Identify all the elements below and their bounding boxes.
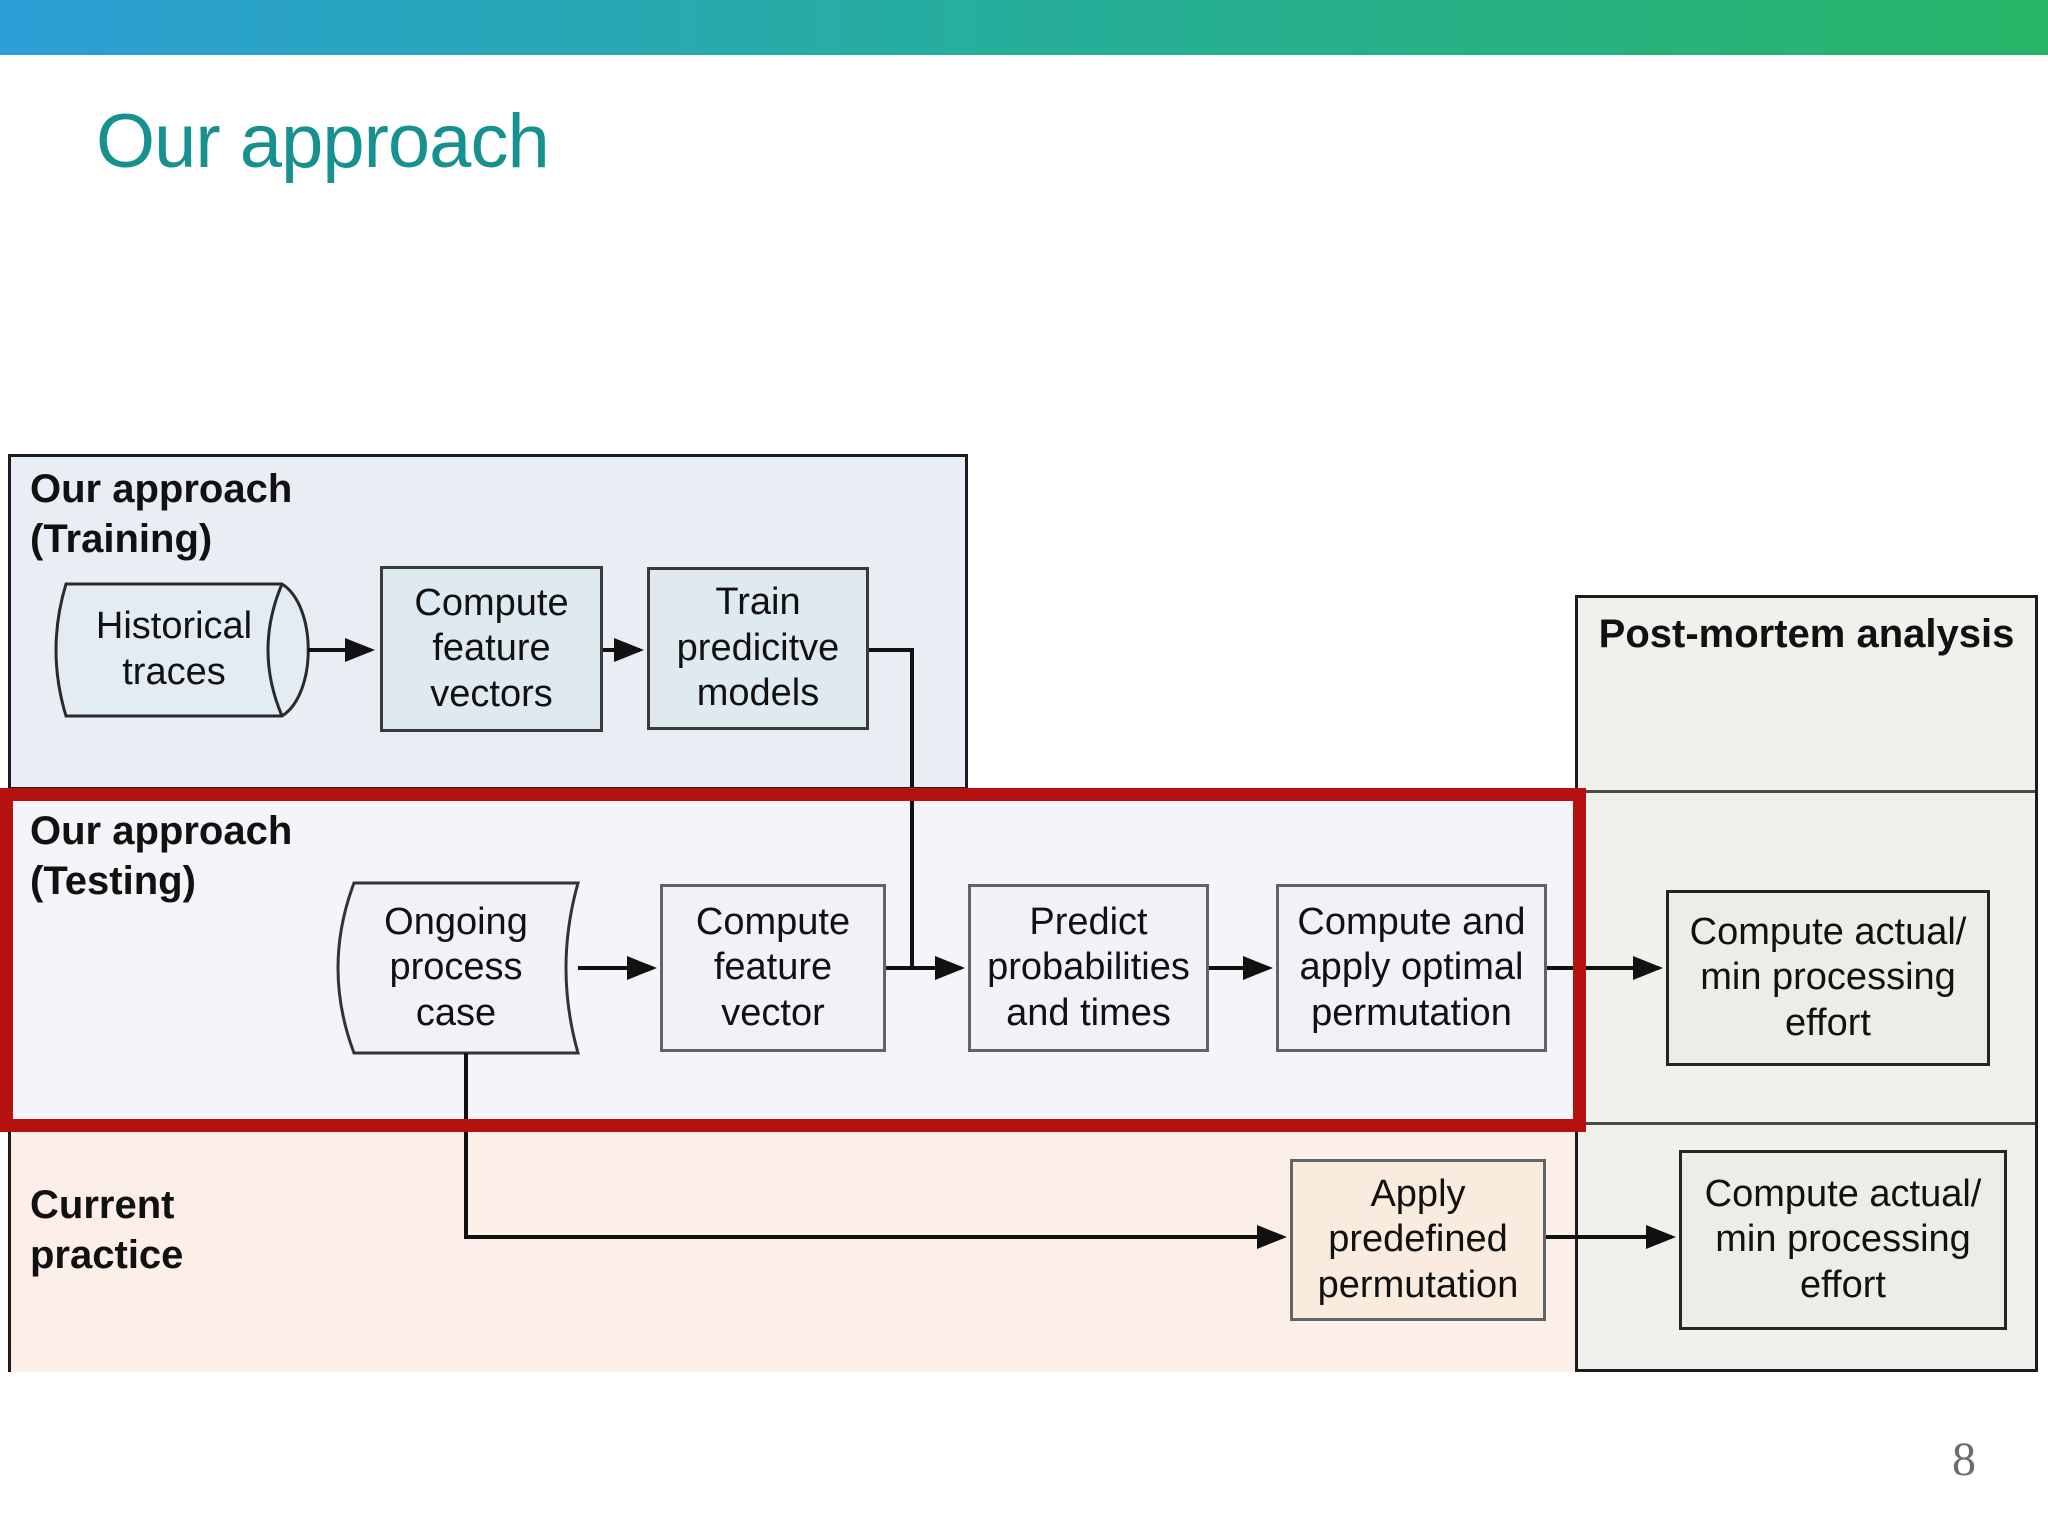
node-train-predictive-models: Train predicitve models xyxy=(647,567,869,730)
post-mortem-divider-top xyxy=(1578,790,2035,793)
node-compute-actual-min-effort-current: Compute actual/ min processing effort xyxy=(1679,1150,2007,1330)
node-apply-predefined-permutation: Apply predefined permutation xyxy=(1290,1159,1546,1321)
node-compute-feature-vector: Compute feature vector xyxy=(660,884,886,1052)
node-ongoing-process-case: Ongoing process case xyxy=(384,900,528,1034)
node-compute-feature-vectors: Compute feature vectors xyxy=(380,566,603,732)
testing-section-label: Our approach (Testing) xyxy=(30,809,293,903)
node-historical-traces: Historical traces xyxy=(95,605,253,693)
node-compute-and-apply-optimal-permutation: Compute and apply optimal permutation xyxy=(1276,884,1547,1052)
node-compute-actual-min-effort-testing: Compute actual/ min processing effort xyxy=(1666,890,1990,1066)
post-mortem-title: Post-mortem analysis xyxy=(1598,612,2015,656)
page-title: Our approach xyxy=(96,99,550,184)
node-predict-probabilities-and-times: Predict probabilities and times xyxy=(968,884,1209,1052)
header-gradient-bar xyxy=(0,0,2048,55)
current-practice-label: Current practice xyxy=(30,1183,184,1277)
post-mortem-divider-bottom xyxy=(1578,1122,2035,1125)
testing-highlight-frame xyxy=(0,788,1586,1132)
training-section-label: Our approach (Training) xyxy=(30,467,293,561)
page-number: 8 xyxy=(1952,1433,1976,1486)
